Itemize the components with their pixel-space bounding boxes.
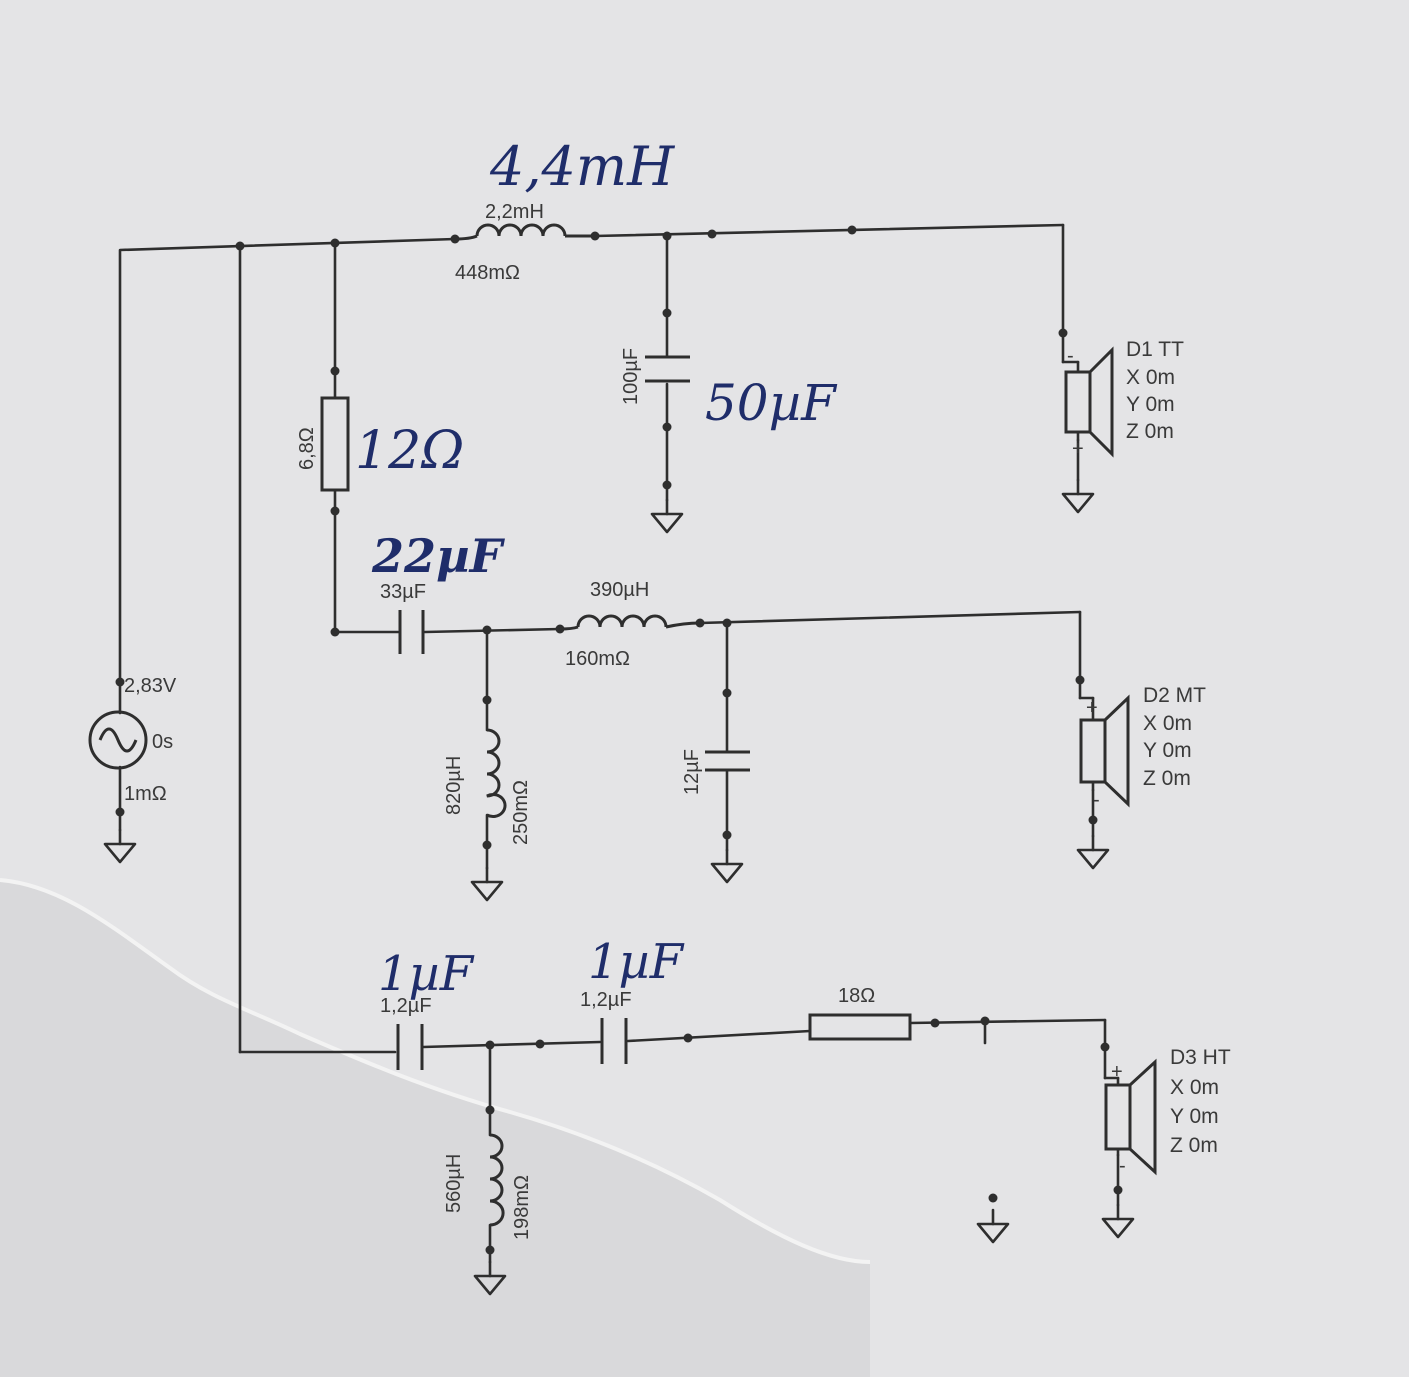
inductor-2-2mh-resistance: 448mΩ [455,262,520,284]
capacitor-1-2uf-second [600,1018,628,1064]
capacitor-33uf [398,610,425,654]
d3-x: X 0m [1170,1076,1219,1099]
capacitor-100uf-value: 100µF [620,348,642,405]
inductor-390uh [559,614,701,631]
d2-x: X 0m [1143,712,1192,735]
inductor-2-2mh-value: 2,2mH [485,201,544,223]
torn-paper-shadow [0,880,870,1377]
resistor-6-8-value: 6,8Ω [296,427,318,470]
mid-driver-d2: + - [1078,694,1130,811]
handwritten-4-4mh: 4,4mH [489,135,675,198]
d2-y: Y 0m [1143,739,1192,762]
handwritten-1uf-first: 1µF [378,946,475,1002]
d1-plus-sign: + [1072,438,1084,460]
resistor-18-ohm [808,1013,912,1041]
d2-name: D2 MT [1143,684,1206,707]
d1-y: Y 0m [1126,393,1175,416]
inductor-820uh-value: 820µH [443,756,465,815]
capacitor-1-2uf-first-value: 1,2µF [380,995,432,1017]
tweeter-driver-d3: + - [1103,1058,1157,1177]
handwritten-1uf-second: 1µF [588,934,685,990]
resistor-6-8-ohm [320,396,350,492]
capacitor-33uf-value: 33µF [380,581,426,603]
handwritten-22uf: 22µF [371,529,506,583]
capacitor-12uf [705,750,750,772]
d3-plus-sign: + [1111,1061,1123,1083]
inductor-560uh-value: 560µH [443,1154,465,1213]
d3-z: Z 0m [1170,1134,1218,1157]
torn-paper-edge [0,878,871,1264]
source-resistance: 1mΩ [124,783,167,805]
source-delay: 0s [152,731,173,753]
d3-minus-sign: - [1119,1155,1126,1177]
handwritten-notes: 4,4mH 50µF 12Ω 22µF 1µF 1µF [355,135,838,1002]
inductor-820uh-resistance: 250mΩ [510,780,532,845]
d2-plus-sign: + [1086,697,1098,719]
capacitor-12uf-value: 12µF [681,749,703,795]
inductor-390uh-resistance: 160mΩ [565,648,630,670]
inductor-820uh [486,728,507,818]
resistor-18-ohm-value: 18Ω [838,985,875,1007]
d2-minus-sign: - [1093,789,1100,811]
inductor-390uh-value: 390µH [590,579,649,601]
d3-y: Y 0m [1170,1105,1219,1128]
woofer-driver-d1: - + [1061,345,1114,460]
handwritten-50uf: 50µF [705,374,838,432]
source-amplitude: 2,83V [124,675,177,697]
d1-z: Z 0m [1126,420,1174,443]
d2-z: Z 0m [1143,767,1191,790]
inductor-560uh-resistance: 198mΩ [511,1175,533,1240]
capacitor-1-2uf-first [396,1024,424,1070]
d1-minus-sign: - [1067,345,1074,367]
d1-x: X 0m [1126,366,1175,389]
inductor-560uh [489,1133,505,1227]
capacitor-100uf [645,355,690,383]
d1-name: D1 TT [1126,338,1184,361]
inductor-2-2mh [454,223,595,241]
ac-voltage-source [88,710,148,770]
d3-name: D3 HT [1170,1046,1231,1069]
handwritten-12-ohm: 12Ω [355,421,464,481]
printed-labels: 2,2mH 448mΩ 100µF 6,8Ω 33µF 390µH 160mΩ … [124,201,1231,1240]
capacitor-1-2uf-second-value: 1,2µF [580,989,632,1011]
